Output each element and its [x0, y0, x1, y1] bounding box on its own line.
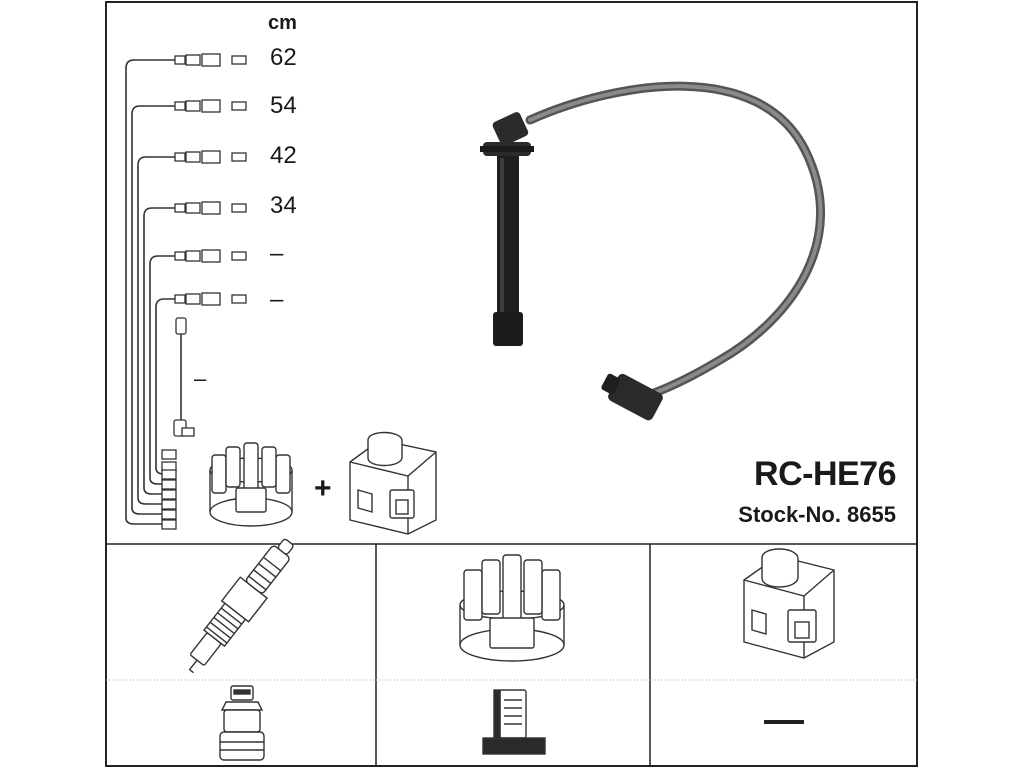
ignition-lead-illustration	[480, 81, 826, 421]
length-unit-label: cm	[268, 12, 297, 34]
terminal-3	[174, 150, 247, 164]
model-number: RC-HE76	[754, 455, 896, 493]
coil-connector-none: —	[764, 720, 804, 724]
distributor-connector-icon	[482, 689, 546, 755]
cable-line-6	[155, 298, 175, 475]
terminal-6	[174, 292, 247, 306]
coil-lead-length: –	[194, 366, 207, 391]
ignition-coil-icon	[743, 548, 835, 659]
cable-length-6: –	[270, 286, 284, 313]
plug-boot	[480, 112, 534, 346]
distributor-cap-small-icon	[209, 442, 293, 527]
cable-wire	[525, 81, 826, 403]
terminals	[161, 53, 247, 530]
ignition-coil-small-icon	[349, 431, 437, 535]
terminal-4	[174, 201, 247, 215]
cable-length-3: 42	[270, 142, 297, 169]
plug-connector-icon	[219, 685, 265, 761]
cable-length-1: 62	[270, 44, 297, 71]
cable-line-3	[137, 156, 175, 505]
cable-length-5: –	[270, 240, 284, 267]
cable-length-4: 34	[270, 192, 297, 219]
cable-schematic	[125, 59, 182, 525]
terminal-1	[174, 53, 247, 67]
outer-frame	[105, 1, 918, 767]
terminal-2	[174, 99, 247, 113]
cable-line-1	[125, 59, 175, 525]
coil-lead-terminal	[173, 317, 195, 437]
cable-length-2: 54	[270, 92, 297, 119]
terminal-5	[174, 249, 247, 263]
cable-line-2	[131, 105, 175, 515]
cable-line-4	[143, 207, 175, 495]
cable-line-5	[149, 255, 175, 485]
plus-sign: +	[314, 472, 332, 505]
stock-number: Stock-No. 8655	[738, 502, 896, 527]
coil-boot	[601, 373, 663, 421]
cap-side-terminals	[161, 449, 177, 530]
distributor-cap-icon	[459, 554, 565, 662]
spark-plug-icon	[188, 538, 294, 674]
